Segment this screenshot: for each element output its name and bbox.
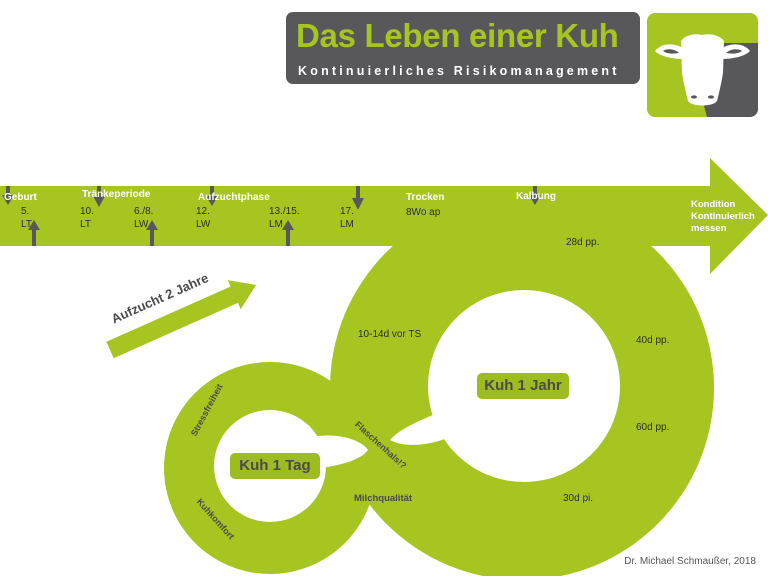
cow-head-icon <box>647 13 758 117</box>
timeline-down-arrows <box>2 186 541 210</box>
tick-13-15-lm: 13./15.LM <box>269 206 300 230</box>
page-title: Das Leben einer Kuh <box>296 17 619 54</box>
tick-17-lm: 17.LM <box>340 206 354 230</box>
timeline-up-arrows <box>28 220 294 246</box>
tick-8wo-ap: 8Wo ap <box>406 207 441 218</box>
label-milchqualitaet: Milchqualität <box>354 493 413 504</box>
author-credit: Dr. Michael Schmaußer, 2018 <box>624 556 756 567</box>
aufzucht-arrow-shape <box>106 280 257 359</box>
page-subtitle: Kontinuierliches Risikomanagement <box>298 64 620 78</box>
title-banner <box>286 12 640 84</box>
label-60d-pp: 60d pp. <box>636 422 670 433</box>
tick-10-lt: 10.LT <box>80 206 94 230</box>
arrow-head-text: Kondition Kontinuierlich messen <box>691 199 755 234</box>
tick-12-lw: 12.LW <box>196 206 211 230</box>
tick-5-lt: 5.LT <box>21 206 32 230</box>
phase-label-kalbung: Kalbung <box>516 191 556 202</box>
kuh-1-jahr-badge: Kuh 1 Jahr <box>477 373 569 399</box>
label-40d-pp: 40d pp. <box>636 335 670 346</box>
timeline-arrow-head <box>710 158 768 274</box>
kuh-1-tag-badge: Kuh 1 Tag <box>230 453 320 479</box>
phase-label-trocken: Trocken <box>406 192 445 203</box>
label-10-14d-vor-ts: 10-14d vor TS <box>358 329 422 340</box>
tick-6-8-lw: 6./8.LW <box>134 206 154 230</box>
phase-label-traenkeperiode: Tränkeperiode <box>82 189 151 200</box>
label-28d-pp: 28d pp. <box>566 237 600 248</box>
cycle-rings <box>164 196 714 576</box>
phase-label-geburt: Geburt <box>4 192 37 203</box>
phase-label-aufzuchtphase: Aufzuchtphase <box>198 192 270 203</box>
label-30d-pi: 30d pi. <box>563 493 594 504</box>
